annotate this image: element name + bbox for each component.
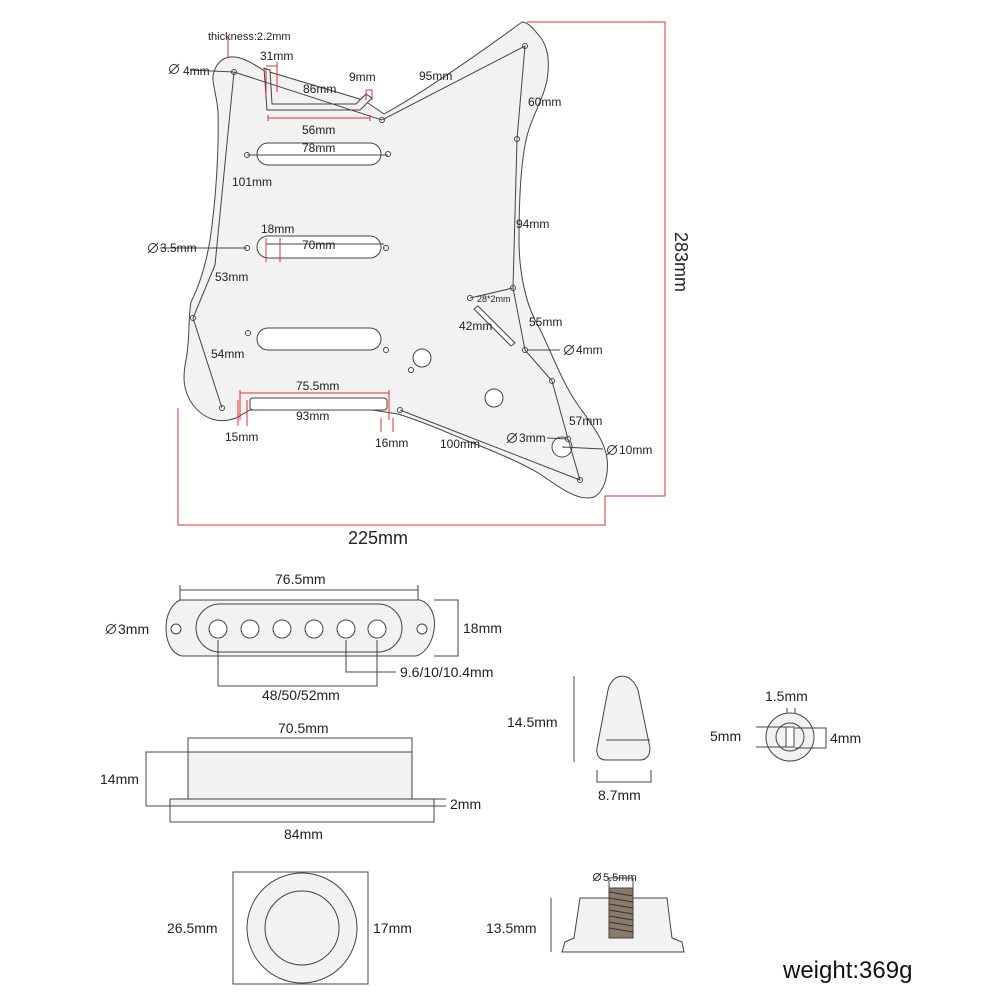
label-56mm: 56mm xyxy=(302,123,335,137)
label-tip-height: 14.5mm xyxy=(507,714,558,730)
label-knob-height: 13.5mm xyxy=(486,920,537,936)
pickup-side-body xyxy=(187,751,413,800)
pickguard-drawing: thickness:2.2mm 4mm 31mm 9mm 86mm 95mm 6… xyxy=(147,21,691,548)
switch-tip-end-drawing: 1.5mm 5mm 4mm xyxy=(710,688,861,762)
label-100mm: 100mm xyxy=(440,437,480,451)
label-95mm: 95mm xyxy=(419,69,452,83)
label-57mm: 57mm xyxy=(569,414,602,428)
label-side-height: 14mm xyxy=(100,771,139,787)
label-hole-10mm: 10mm xyxy=(619,443,652,457)
switch-tip-body xyxy=(596,675,651,761)
pickup-side-base xyxy=(169,798,435,807)
pickup-slot-bridge xyxy=(256,327,382,351)
label-pole-spacing: 9.6/10/10.4mm xyxy=(400,664,493,680)
label-86mm: 86mm xyxy=(303,82,336,96)
pickup-cover-drawing: 76.5mm 3mm 18mm 9.6/10/10.4mm 48/50/52mm xyxy=(105,571,502,703)
label-hole-3-5mm: 3.5mm xyxy=(160,241,197,255)
mount-hole-left xyxy=(170,623,182,635)
label-side-base: 84mm xyxy=(284,826,323,842)
label-knob-inner: 17mm xyxy=(373,920,412,936)
label-15mm: 15mm xyxy=(225,430,258,444)
pickguard-leaders xyxy=(160,45,604,481)
pickup-slot-middle xyxy=(256,235,382,259)
pickguard-red-dims xyxy=(227,38,394,432)
switch-tip-end-slot xyxy=(785,726,795,748)
label-54mm: 54mm xyxy=(211,347,244,361)
pickguard-body xyxy=(183,21,608,499)
knob-side-drawing: 5.5mm 13.5mm xyxy=(486,872,685,953)
overall-dimension-outline xyxy=(177,21,666,526)
label-height-283mm: 283mm xyxy=(671,232,691,292)
knob-bounding-box xyxy=(232,871,369,985)
label-94mm: 94mm xyxy=(516,217,549,231)
diameter-symbols xyxy=(147,63,618,456)
label-75-5mm: 75.5mm xyxy=(296,379,339,393)
pickup-side-drawing: 70.5mm 14mm 2mm 84mm xyxy=(100,720,481,842)
label-55mm: 55mm xyxy=(529,315,562,329)
knob-top-drawing: 26.5mm 17mm xyxy=(167,871,412,985)
label-side-top: 70.5mm xyxy=(278,720,329,736)
label-thickness: thickness:2.2mm xyxy=(208,31,291,43)
pot-hole-1 xyxy=(412,348,432,368)
label-60mm: 60mm xyxy=(528,95,561,109)
label-cover-height: 18mm xyxy=(463,620,502,636)
label-cover-hole: 3mm xyxy=(118,621,149,637)
label-top-hole-diameter: 4mm xyxy=(183,64,210,78)
switch-tip-drawing: 14.5mm 8.7mm xyxy=(507,675,652,803)
label-78mm: 78mm xyxy=(302,141,335,155)
switch-slot xyxy=(473,305,516,347)
label-tip-width: 8.7mm xyxy=(598,787,641,803)
label-side-base-thickness: 2mm xyxy=(450,796,481,812)
label-pole-span: 48/50/52mm xyxy=(262,687,340,703)
label-28x2mm: 28*2mm xyxy=(477,294,511,304)
label-93mm: 93mm xyxy=(296,409,329,423)
mount-hole-right xyxy=(416,623,428,635)
pot-hole-2 xyxy=(484,388,504,408)
pickup-cover-body xyxy=(195,603,403,653)
label-70mm: 70mm xyxy=(302,238,335,252)
weight-label: weight:369g xyxy=(783,957,913,984)
label-101mm: 101mm xyxy=(232,175,272,189)
label-tip-slot: 1.5mm xyxy=(765,688,808,704)
label-cover-length: 76.5mm xyxy=(275,571,326,587)
knob-inner xyxy=(264,890,340,966)
label-width-225mm: 225mm xyxy=(348,528,408,548)
label-tip-left: 5mm xyxy=(710,728,741,744)
label-knob-outer: 26.5mm xyxy=(167,920,218,936)
label-16mm: 16mm xyxy=(375,436,408,450)
pole-piece-holes xyxy=(208,619,387,639)
label-tip-right: 4mm xyxy=(830,730,861,746)
label-31mm: 31mm xyxy=(260,49,293,63)
label-hole-4mm: 4mm xyxy=(576,343,603,357)
label-42mm: 42mm xyxy=(459,319,492,333)
label-18mm: 18mm xyxy=(261,222,294,236)
bottom-slot xyxy=(249,397,388,411)
label-hole-3mm: 3mm xyxy=(519,431,546,445)
pickup-slot-neck xyxy=(256,142,382,166)
label-9mm: 9mm xyxy=(349,70,376,84)
label-53mm: 53mm xyxy=(215,270,248,284)
